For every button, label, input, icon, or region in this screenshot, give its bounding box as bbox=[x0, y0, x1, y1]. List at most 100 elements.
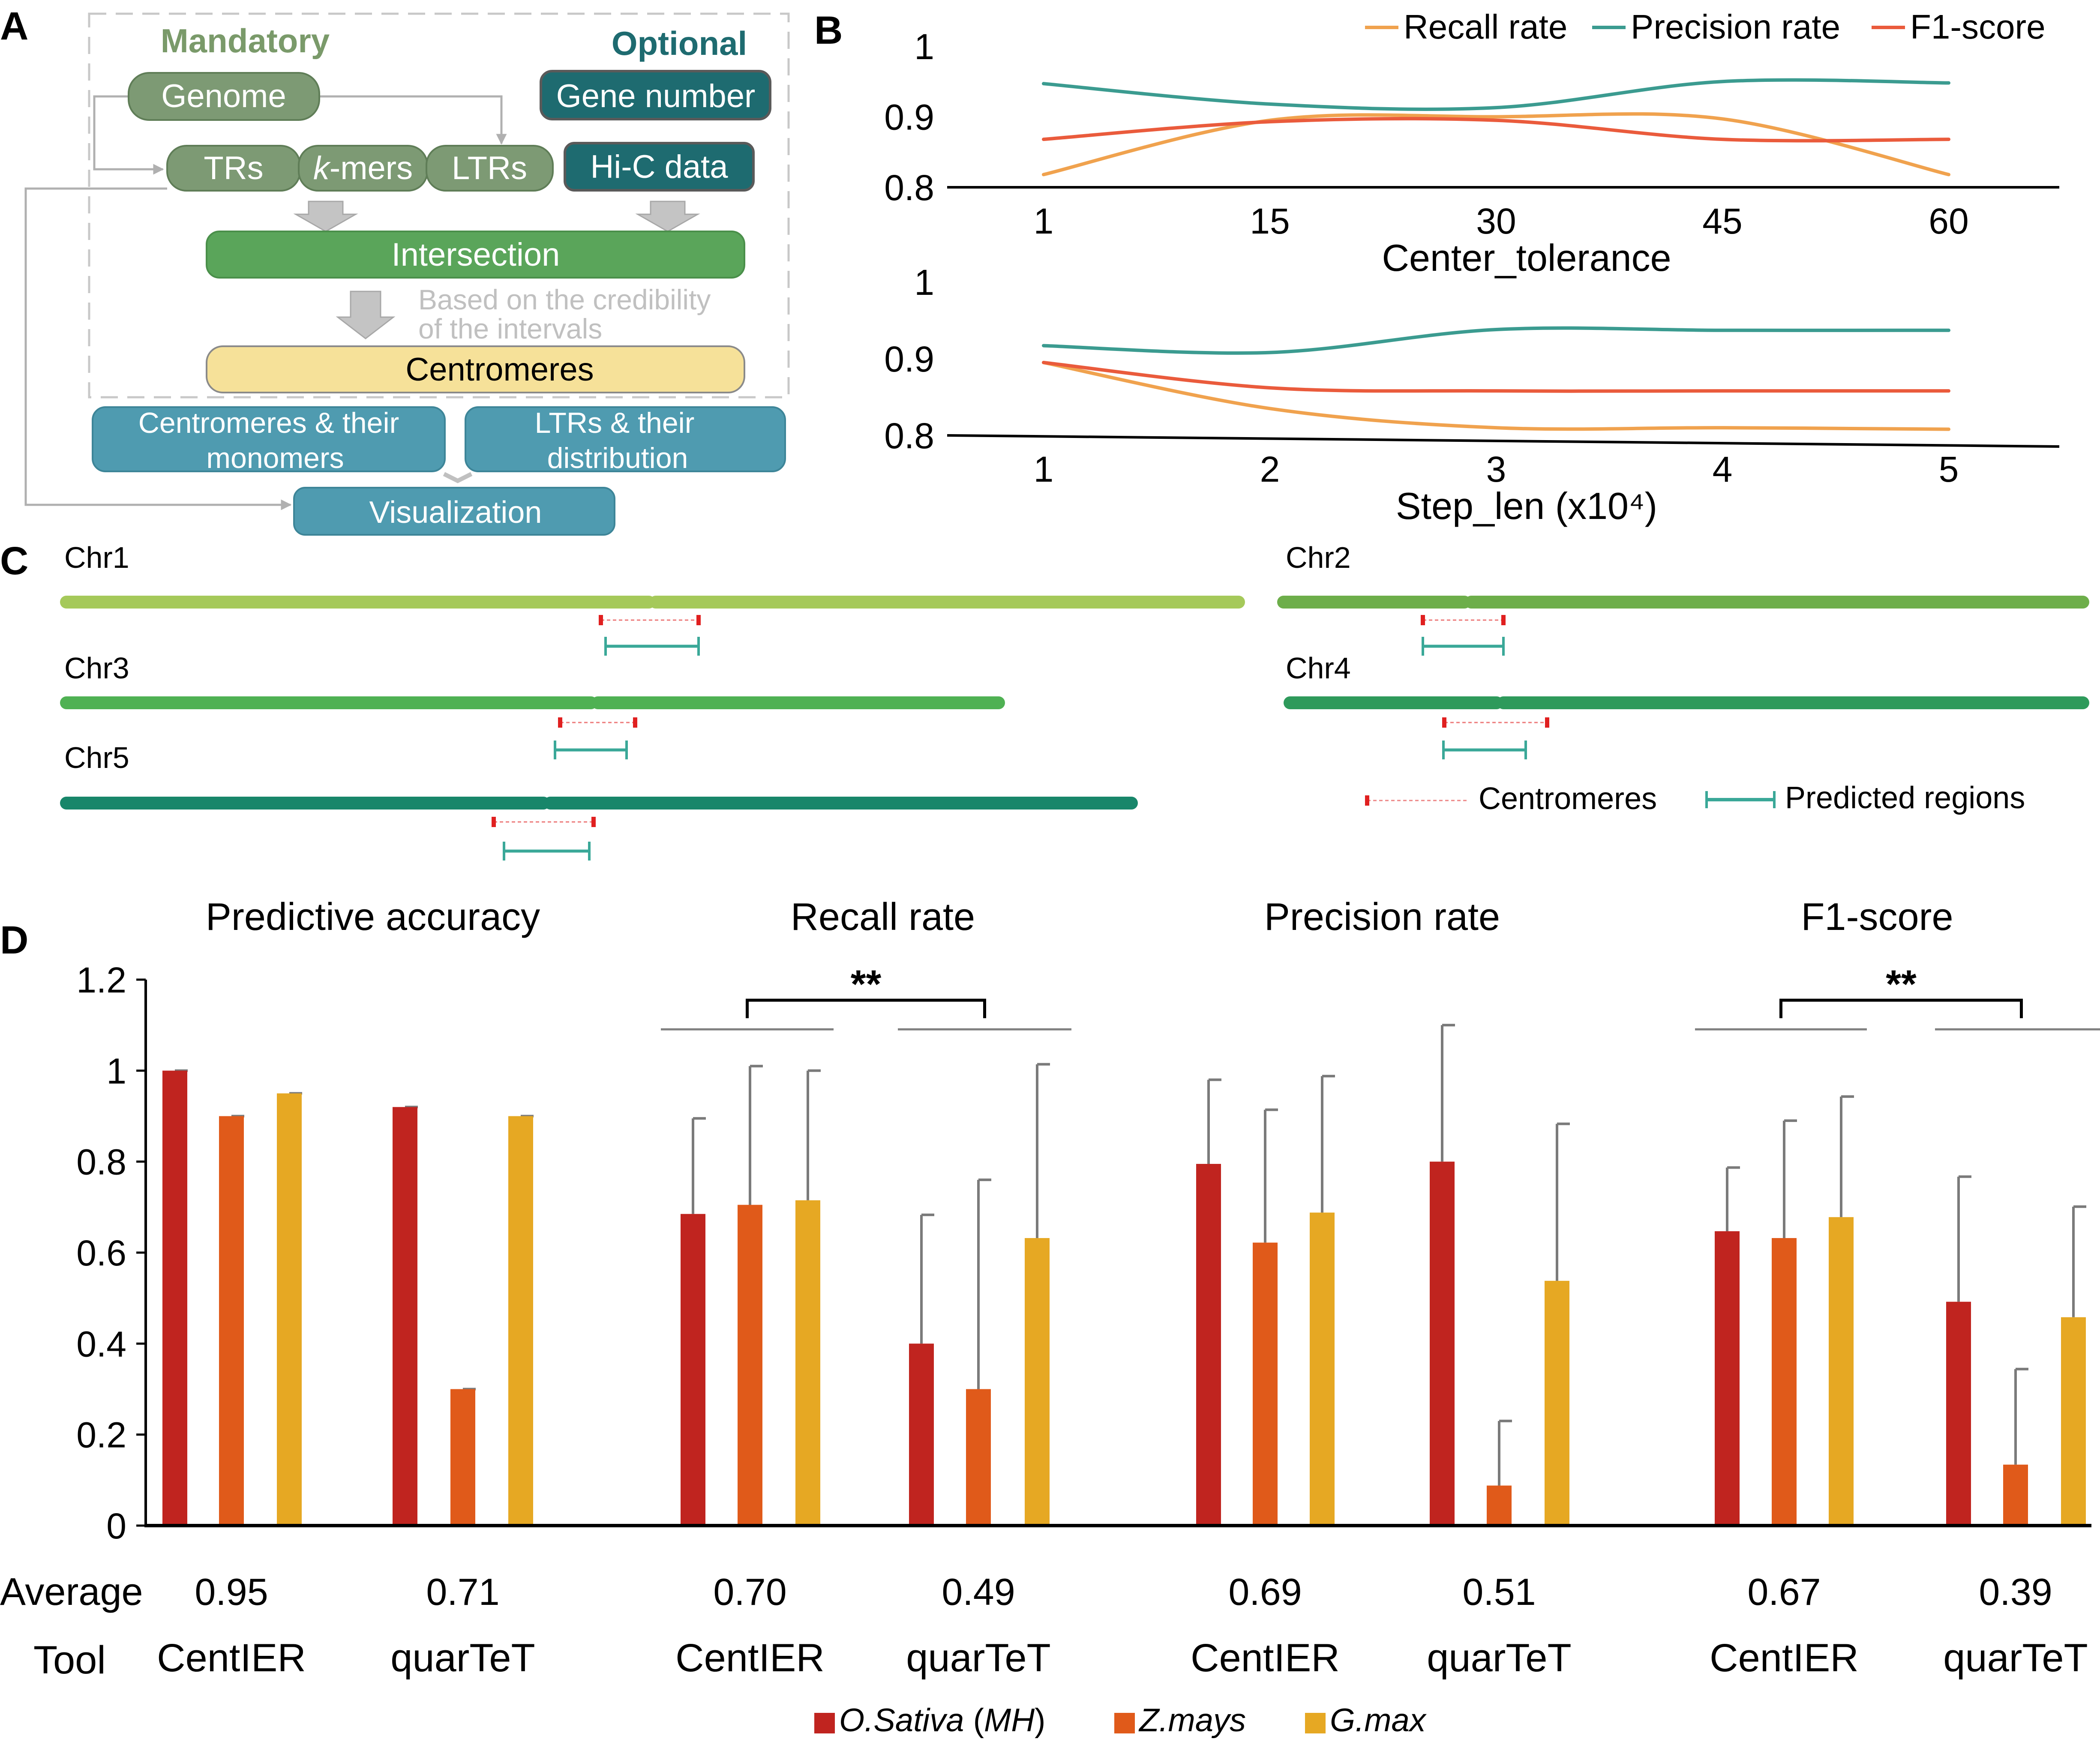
legend-paren-text: MH bbox=[984, 1702, 1035, 1739]
merge-chevron-icon bbox=[443, 472, 473, 483]
bar-zmays bbox=[738, 1205, 762, 1526]
output-centromeres-line2: monomers bbox=[206, 442, 344, 474]
tool-name: CentIER bbox=[157, 1636, 306, 1680]
y-tick-label: 1 bbox=[914, 27, 934, 67]
panel-a-workflow: A Mandatory Optional Genome Gene number … bbox=[0, 4, 790, 536]
centromeres-legend-label: Centromeres bbox=[1479, 782, 1657, 816]
metric-title: Recall rate bbox=[791, 896, 975, 938]
legend-swatch-zmays bbox=[1114, 1713, 1135, 1733]
significance-marker: ** bbox=[1886, 962, 1917, 1006]
output-ltrs-line2: distribution bbox=[547, 442, 688, 474]
gene-number-box bbox=[540, 70, 771, 120]
panel-letter-b: B bbox=[814, 9, 843, 52]
legend-label: O.Sativa (MH) bbox=[839, 1702, 1045, 1739]
kmers-label: k-mers bbox=[313, 150, 413, 186]
output-ltrs-line1: LTRs & their bbox=[535, 407, 695, 439]
series-line-recall bbox=[1042, 360, 1950, 431]
significance-bracket bbox=[1779, 998, 2023, 1018]
x-tick-label: 45 bbox=[1702, 201, 1742, 241]
intersection-box bbox=[206, 231, 745, 279]
visualization-box bbox=[293, 487, 615, 536]
x-tick-label: 4 bbox=[1713, 449, 1733, 489]
y-tick-label: 1 bbox=[914, 262, 934, 303]
mandatory-title: Mandatory bbox=[161, 22, 330, 60]
bar-zmays bbox=[219, 1116, 244, 1526]
average-value: 0.39 bbox=[1979, 1571, 2052, 1613]
average-value: 0.51 bbox=[1462, 1571, 1536, 1613]
series-line-precision bbox=[1042, 326, 1950, 355]
legend-paren-open: ( bbox=[964, 1702, 984, 1739]
metric-title: F1-score bbox=[1801, 896, 1953, 938]
tool-name: quarTeT bbox=[390, 1636, 535, 1680]
predicted-legend-label: Predicted regions bbox=[1785, 781, 2025, 815]
genome-to-trs-connector bbox=[93, 95, 164, 175]
legend-label: F1-score bbox=[1910, 8, 2046, 46]
bar-gmax bbox=[277, 1093, 302, 1526]
average-value: 0.67 bbox=[1747, 1571, 1821, 1613]
centromeres-box bbox=[206, 345, 745, 393]
trs-label: TRs bbox=[204, 150, 263, 186]
y-tick-label: 0.2 bbox=[76, 1415, 126, 1455]
hic-label: Hi-C data bbox=[591, 149, 729, 185]
x-tick-label: 15 bbox=[1250, 201, 1290, 241]
y-tick-label: 0.8 bbox=[884, 416, 934, 456]
tool-name: CentIER bbox=[675, 1636, 825, 1680]
series-line-f1 bbox=[1042, 117, 1950, 143]
bar-osativa bbox=[1196, 1163, 1221, 1526]
x-tick-label: 5 bbox=[1939, 449, 1959, 489]
x-tick-label: 30 bbox=[1476, 201, 1516, 241]
x-axis-line bbox=[947, 434, 2060, 448]
series-line-f1 bbox=[1042, 360, 1950, 393]
bar-zmays bbox=[1253, 1242, 1278, 1526]
bar-osativa bbox=[909, 1343, 934, 1526]
hic-box bbox=[564, 142, 755, 192]
panel-letter-a: A bbox=[0, 4, 28, 48]
bar-zmays bbox=[1487, 1485, 1512, 1526]
bar-gmax bbox=[1310, 1212, 1335, 1526]
y-tick-label: 0.4 bbox=[76, 1324, 126, 1364]
series-line-recall bbox=[1042, 112, 1950, 177]
mandatory-optional-frame bbox=[88, 12, 790, 399]
credibility-note-line1: Based on the credibility bbox=[418, 284, 711, 315]
tool-name: quarTeT bbox=[1427, 1636, 1572, 1680]
bar-osativa bbox=[681, 1214, 705, 1526]
average-value: 0.70 bbox=[713, 1571, 786, 1613]
legend-swatch-gmax bbox=[1305, 1713, 1326, 1733]
bar-osativa bbox=[1430, 1161, 1455, 1526]
row-label-tool: Tool bbox=[33, 1638, 106, 1682]
x-tick-label: 3 bbox=[1486, 449, 1506, 489]
average-value: 0.49 bbox=[942, 1571, 1015, 1613]
centromeres-label: Centromeres bbox=[405, 351, 594, 388]
x-tick-label: 1 bbox=[1034, 201, 1054, 241]
legend-label: Precision rate bbox=[1631, 8, 1840, 46]
chromosome-name: Chr5 bbox=[64, 741, 129, 774]
chromosome-name: Chr1 bbox=[64, 541, 129, 574]
y-tick-label: 1.2 bbox=[76, 960, 126, 1000]
chromosome-name: Chr4 bbox=[1286, 651, 1351, 685]
x-tick-label: 1 bbox=[1034, 449, 1054, 489]
output-centromeres-line1: Centromeres & their bbox=[138, 407, 399, 439]
legend-name: Z.mays bbox=[1138, 1702, 1246, 1739]
down-arrow-icon bbox=[336, 291, 396, 339]
bar-gmax bbox=[2061, 1317, 2086, 1526]
optional-title: Optional bbox=[612, 24, 747, 62]
y-tick-label: 1 bbox=[106, 1051, 126, 1091]
legend-label: Recall rate bbox=[1404, 8, 1567, 46]
feedback-connector bbox=[24, 187, 292, 510]
significance-bracket bbox=[746, 998, 986, 1018]
tool-name: CentIER bbox=[1191, 1636, 1340, 1680]
genome-connector bbox=[317, 95, 507, 145]
row-label-average: Average bbox=[0, 1571, 143, 1613]
intersection-label: Intersection bbox=[392, 237, 560, 273]
panel-letter-d: D bbox=[0, 918, 28, 962]
bar-zmays bbox=[1772, 1238, 1797, 1526]
y-tick-label: 0.9 bbox=[884, 339, 934, 379]
panel-letter-c: C bbox=[0, 539, 28, 583]
bar-gmax bbox=[1025, 1238, 1050, 1526]
output-centromeres-box bbox=[92, 406, 446, 472]
